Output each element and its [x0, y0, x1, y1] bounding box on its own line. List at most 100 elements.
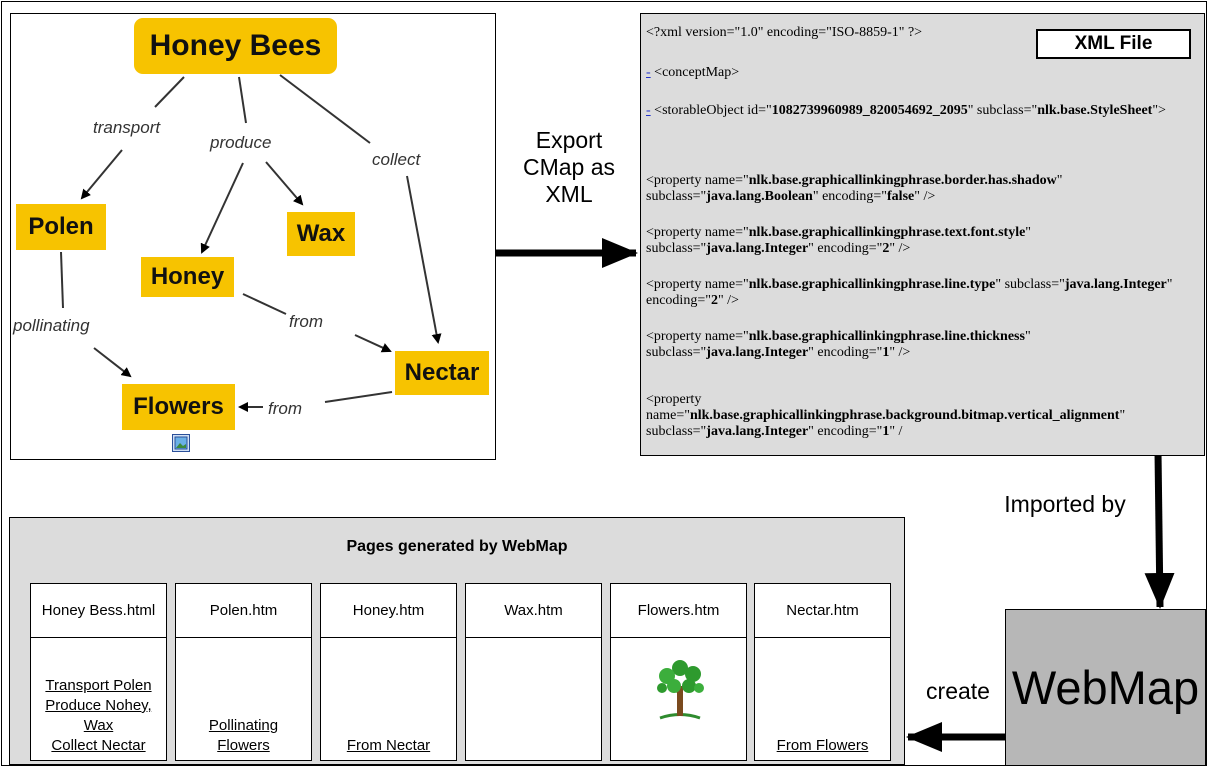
xml-property: <property name="nlk.base.graphicallinkin…	[646, 173, 1063, 204]
page-filename: Wax.htm	[466, 584, 601, 638]
xml-property-name: nlk.base.graphicallinkingphrase.text.fon…	[748, 225, 1026, 240]
page-link[interactable]: Pollinating	[208, 717, 279, 734]
create-label: create	[926, 678, 990, 704]
phrase-collect: collect	[372, 150, 421, 169]
xml-text: " />	[717, 293, 739, 308]
xml-text: ">	[1152, 103, 1166, 118]
image-attachment-icon[interactable]	[172, 434, 190, 452]
page-filename: Flowers.htm	[611, 584, 746, 638]
link-from-nectar	[354, 334, 392, 353]
xml-property-name: nlk.base.graphicallinkingphrase.backgrou…	[689, 408, 1120, 423]
xml-file-badge: XML File	[1036, 29, 1191, 59]
xml-declaration: <?xml version="1.0" encoding="ISO-8859-1…	[646, 25, 923, 40]
xml-storable-id: 1082739960989_820054692_2095	[771, 103, 968, 118]
node-honey: Honey	[141, 257, 234, 297]
xml-property-subclass: java.lang.Integer	[706, 345, 809, 360]
xml-property-name: nlk.base.graphicallinkingphrase.border.h…	[748, 173, 1057, 188]
xml-property-name: nlk.base.graphicallinkingphrase.line.typ…	[748, 277, 996, 292]
export-label-line: CMap as	[522, 154, 616, 180]
tree-icon	[654, 656, 706, 722]
xml-property-subclass: java.lang.Integer	[1064, 277, 1167, 292]
xml-storable-subclass: nlk.base.StyleSheet	[1037, 103, 1153, 118]
xml-text: <property	[646, 392, 702, 407]
xml-property-subclass: java.lang.Integer	[706, 424, 809, 439]
pages-title: Pages generated by WebMap	[346, 538, 568, 555]
link-bees-collect	[279, 74, 371, 144]
page-link[interactable]: Wax	[83, 717, 114, 734]
node-honey-bees: Honey Bees	[134, 18, 337, 74]
link-bees-transport	[154, 76, 185, 108]
xml-property-encoding: 1	[882, 345, 890, 360]
page-link[interactable]: From Flowers	[776, 737, 869, 754]
xml-text: <storableObject id="	[654, 103, 772, 118]
flow-arrows	[495, 238, 1175, 752]
link-pollinating-flowers	[93, 347, 132, 378]
export-label: Export CMap as XML	[505, 127, 633, 208]
xml-storable-object: - <storableObject id="1082739960989_8200…	[646, 103, 1196, 119]
export-label-line: XML	[545, 181, 593, 207]
phrase-produce: produce	[210, 133, 272, 152]
page-filename: Polen.htm	[176, 584, 311, 638]
link-produce-honey	[200, 162, 244, 254]
link-produce-wax	[265, 161, 304, 206]
xml-conceptmap-line: - <conceptMap>	[646, 65, 1196, 81]
node-polen: Polen	[16, 204, 106, 250]
phrase-pollinating: pollinating	[13, 316, 90, 335]
link-bees-produce	[238, 76, 247, 124]
xml-text: " />	[914, 189, 936, 204]
page-filename: Honey Bess.html	[31, 584, 166, 638]
xml-property: <property name="nlk.base.graphicallinkin…	[646, 225, 1032, 256]
xml-property-subclass: java.lang.Boolean	[706, 189, 813, 204]
xml-property: <property name="nlk.base.graphicallinkin…	[646, 277, 1173, 308]
xml-text: name="	[646, 408, 690, 423]
xml-property-subclass: java.lang.Integer	[706, 241, 809, 256]
collapse-toggle[interactable]: -	[646, 65, 651, 80]
xml-last-property: <property name="nlk.base.graphicallinkin…	[646, 392, 1126, 439]
xml-property-encoding: 2	[710, 293, 718, 308]
xml-property-encoding: false	[887, 189, 915, 204]
concept-links	[60, 74, 442, 412]
phrase-transport: transport	[93, 118, 161, 137]
page-links: From Nectar	[321, 736, 456, 756]
link-honey-from	[242, 293, 287, 315]
xml-property-encoding: 2	[882, 241, 890, 256]
node-nectar: Nectar	[395, 351, 489, 395]
xml-text: " />	[889, 241, 911, 256]
collapse-toggle[interactable]: -	[646, 103, 651, 118]
page-filename: Nectar.htm	[755, 584, 890, 638]
link-transport-polen	[80, 149, 123, 200]
page-link[interactable]: From Nectar	[346, 737, 431, 754]
page-link[interactable]: Collect Nectar	[51, 737, 146, 754]
link-collect-nectar	[406, 175, 442, 344]
page-column: Wax.htm	[465, 583, 602, 761]
xml-text: " subclass="	[967, 103, 1038, 118]
imported-arrow	[1144, 451, 1175, 609]
page-link[interactable]: Transport Polen	[45, 677, 152, 694]
link-nectar-from	[324, 391, 393, 403]
node-wax: Wax	[287, 212, 355, 256]
link-polen-pollinating	[60, 251, 64, 309]
page-column: Flowers.htm	[610, 583, 747, 761]
page-link[interactable]: Flowers	[217, 737, 270, 754]
page-filename: Honey.htm	[321, 584, 456, 638]
xml-property-name: nlk.base.graphicallinkingphrase.line.thi…	[748, 329, 1025, 344]
phrase-from-nectar: from	[268, 399, 302, 418]
xml-text: " />	[889, 345, 911, 360]
xml-property: <property name="nlk.base.graphicallinkin…	[646, 329, 1031, 360]
xml-file-panel: <?xml version="1.0" encoding="ISO-8859-1…	[640, 13, 1205, 456]
imported-by-label: Imported by	[1004, 491, 1126, 517]
webmap-box: WebMap	[1005, 609, 1206, 766]
page-link[interactable]: Produce Nohey,	[45, 697, 152, 714]
xml-text: " /	[889, 424, 903, 439]
node-flowers: Flowers	[122, 384, 235, 430]
phrase-from-honey: from	[289, 312, 323, 331]
